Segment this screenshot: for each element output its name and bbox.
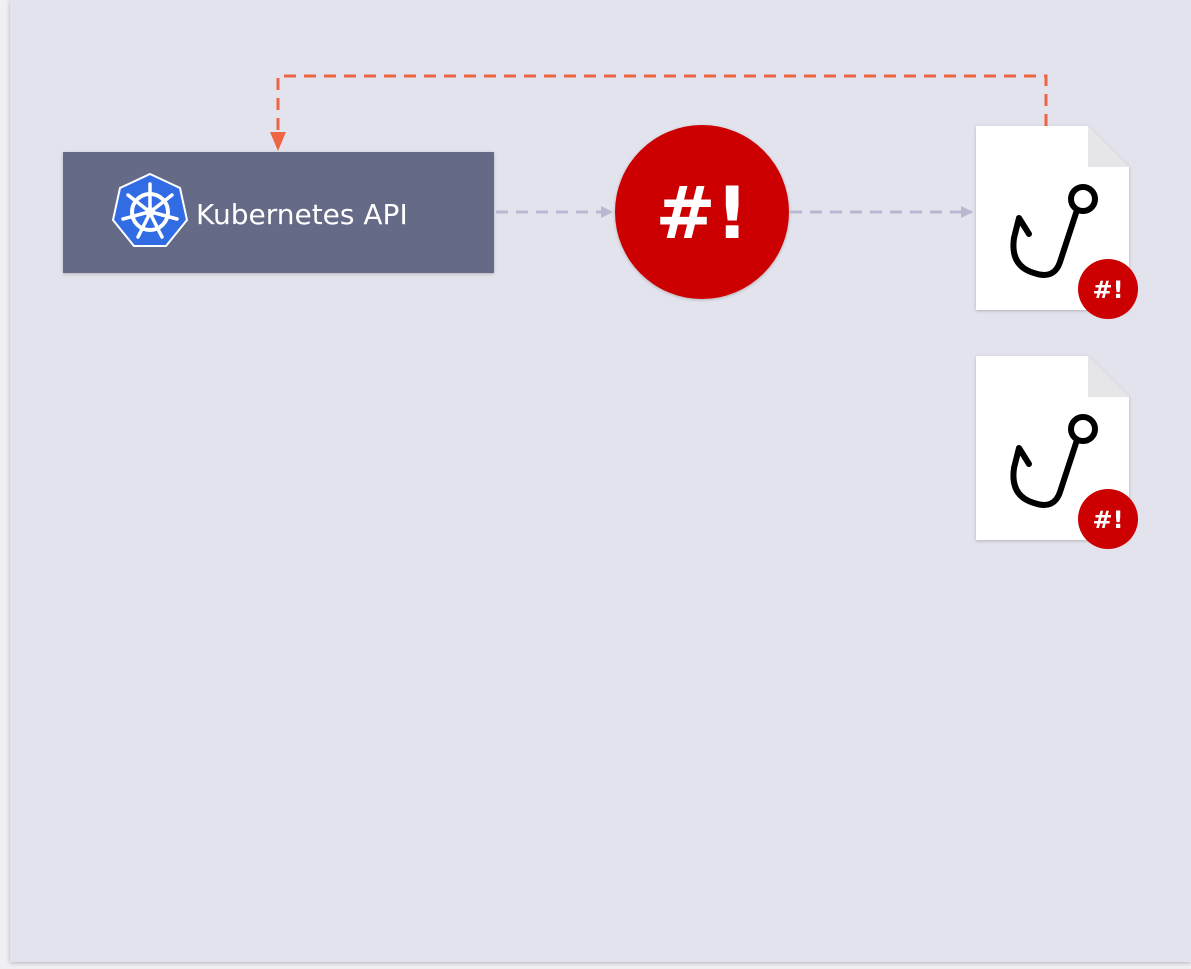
svg-text:#!: #!	[1092, 276, 1123, 304]
kubernetes-icon	[111, 172, 189, 247]
hook-badge: #!	[1078, 259, 1138, 319]
kubernetes-api-label: Kubernetes API	[196, 198, 408, 231]
svg-text:#!: #!	[1092, 506, 1123, 534]
hook-file-1[interactable]: #!	[976, 126, 1138, 319]
hook-file-2[interactable]: #!	[976, 356, 1138, 549]
kubernetes-api-node[interactable]: Kubernetes API	[63, 152, 494, 273]
hook-icon	[1010, 414, 1098, 508]
shell-operator-node[interactable]: #!	[615, 125, 789, 299]
feedback-arrowhead	[270, 132, 286, 151]
hook-icon	[1010, 184, 1098, 278]
shell-operator-label: #!	[655, 171, 748, 255]
hook-badge: #!	[1078, 489, 1138, 549]
feedback-edge	[276, 74, 1048, 138]
